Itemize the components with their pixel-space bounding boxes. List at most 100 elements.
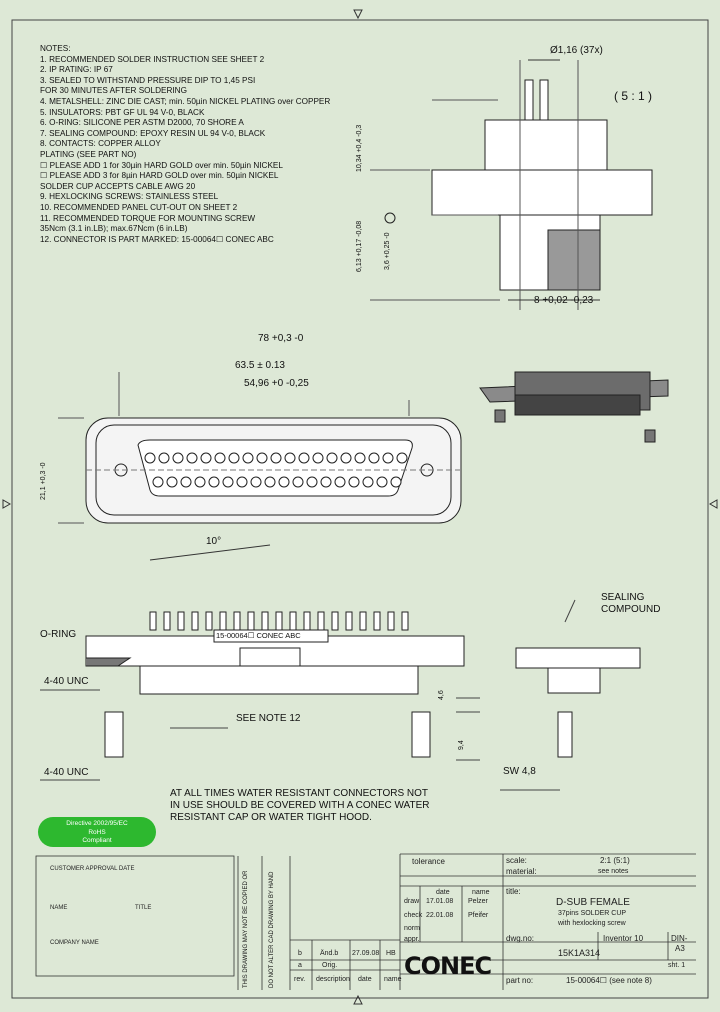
contact-hole xyxy=(180,476,192,488)
warning-line-3: RESISTANT CAP OR WATER TIGHT HOOD. xyxy=(170,812,372,823)
dim-pin-diameter: Ø1,16 (37x) xyxy=(550,45,603,56)
tb-name-header: name xyxy=(472,889,490,896)
label-sealing-2: COMPOUND xyxy=(601,604,661,615)
solder-cup xyxy=(163,611,171,631)
dim-width-5496: 54,96 +0 -0,25 xyxy=(244,378,309,389)
tb-company-name: COMPANY NAME xyxy=(50,940,99,946)
solder-cup xyxy=(303,611,311,631)
contact-hole xyxy=(376,476,388,488)
note-12: 12. CONNECTOR IS PART MARKED: 15-00064☐ … xyxy=(40,234,274,244)
warning-line-2: IN USE SHOULD BE COVERED WITH A CONEC WA… xyxy=(170,800,430,811)
tb-check: check xyxy=(404,912,423,919)
tb-scale-value: 2:1 (5:1) xyxy=(600,856,630,865)
solder-cup xyxy=(191,611,199,631)
contact-hole xyxy=(172,452,184,464)
rohs-directive: Directive 2002/95/EC xyxy=(66,820,128,827)
contact-hole xyxy=(334,476,346,488)
contact-hole xyxy=(152,476,164,488)
contact-hole xyxy=(362,476,374,488)
note-9: 9. HEXLOCKING SCREWS: STAINLESS STEEL xyxy=(40,192,219,202)
contact-hole xyxy=(396,452,408,464)
tb-draw-date: 17.01.08 xyxy=(426,898,454,905)
center-mark-top xyxy=(353,9,363,20)
note-2: 2. IP RATING: IP 67 xyxy=(40,65,113,75)
contact-hole xyxy=(278,476,290,488)
solder-cup xyxy=(177,611,185,631)
solder-cup xyxy=(373,611,381,631)
contact-hole xyxy=(382,452,394,464)
tb-tolerance: tolerance xyxy=(412,857,445,866)
dim-height-211: 21,1 +0,3 -0 xyxy=(40,462,47,500)
contact-hole xyxy=(208,476,220,488)
solder-cup xyxy=(317,611,325,631)
notes-block: NOTES: 1. RECOMMENDED SOLDER INSTRUCTION… xyxy=(40,44,330,245)
tb-material-label: material: xyxy=(506,867,537,876)
solder-cup xyxy=(359,611,367,631)
tb-check-date: 22.01.08 xyxy=(426,912,454,919)
contact-hole xyxy=(312,452,324,464)
side-view-top xyxy=(370,59,653,310)
tb-sheet: sht. 1 xyxy=(668,962,686,969)
contact-hole xyxy=(186,452,198,464)
note-10: 10. RECOMMENDED PANEL CUT-OUT ON SHEET 2 xyxy=(40,202,238,212)
center-mark-left xyxy=(2,499,12,509)
note-5: 5. INSULATORS: PBT GF UL 94 V-0, BLACK xyxy=(40,107,205,117)
tb-confidential: THIS DRAWING MAY NOT BE COPIED OR xyxy=(243,870,249,988)
tb-customer-approval: CUSTOMER APPROVAL DATE xyxy=(50,866,135,872)
contact-hole xyxy=(354,452,366,464)
dim-height: 10,34 +0,4 -0,3 xyxy=(356,124,363,172)
tb-title-2: 37pins SOLDER CUP xyxy=(558,910,627,917)
front-pins xyxy=(144,452,408,488)
tb-rev-date: date xyxy=(358,976,372,983)
solder-cup xyxy=(401,611,409,631)
rohs-title: RoHS xyxy=(88,828,106,836)
tb-partno-value: 15-00064☐ (see note 8) xyxy=(566,976,652,985)
contact-hole xyxy=(222,476,234,488)
tb-rev-a: a xyxy=(298,962,302,969)
tb-title-3: with hexlocking screw xyxy=(558,920,626,927)
tb-draw-name: Pelzer xyxy=(468,898,488,905)
dim-46: 4,6 xyxy=(438,690,445,700)
note-8e: SOLDER CUP ACCEPTS CABLE AWG 20 xyxy=(40,181,196,191)
contact-hole xyxy=(250,476,262,488)
center-mark-right xyxy=(708,499,718,509)
tb-din: DIN- xyxy=(671,934,688,943)
solder-cup xyxy=(261,611,269,631)
solder-cup xyxy=(387,611,395,631)
contact-hole xyxy=(264,476,276,488)
front-view xyxy=(58,372,462,561)
label-unc-2: 4-40 UNC xyxy=(44,767,89,778)
tb-rev-a-desc: Orig. xyxy=(322,962,338,969)
contact-hole xyxy=(214,452,226,464)
tb-a3: A3 xyxy=(675,944,685,953)
tb-do-not-alter: DO NOT ALTER CAD DRAWING BY HAND xyxy=(269,871,275,988)
tb-norm: norm xyxy=(404,925,420,932)
dim-angle: 10° xyxy=(206,536,222,547)
tb-title-field: TITLE xyxy=(135,905,152,911)
note-3: 3. SEALED TO WITHSTAND PRESSURE DIP TO 1… xyxy=(40,75,256,85)
contact-hole xyxy=(292,476,304,488)
tb-name-field: NAME xyxy=(50,905,68,911)
dim-width-635: 63.5 ± 0.13 xyxy=(235,360,285,371)
rohs-compliant: Compliant xyxy=(82,837,112,844)
solder-cup xyxy=(331,611,339,631)
dim-width-8: 8 +0,02 -0,23 xyxy=(534,295,594,306)
solder-cup xyxy=(149,611,157,631)
note-7: 7. SEALING COMPOUND: EPOXY RESIN UL 94 V… xyxy=(40,128,266,138)
conec-logo: CONEC xyxy=(404,952,492,980)
dim-h3: 3,6 +0,25 -0 xyxy=(384,232,391,270)
tb-partno-label: part no: xyxy=(506,976,534,985)
solder-cup xyxy=(219,611,227,631)
dim-width-78: 78 +0,3 -0 xyxy=(258,333,304,344)
solder-cup xyxy=(275,611,283,631)
tb-material-value: see notes xyxy=(598,868,629,875)
tb-check-name: Pfeifer xyxy=(468,912,489,919)
contact-hole xyxy=(270,452,282,464)
isometric-view xyxy=(479,371,669,443)
side-view-bottom xyxy=(40,599,641,791)
note-4: 4. METALSHELL: ZINC DIE CAST; min. 50µin… xyxy=(40,96,331,106)
detail-scale: ( 5 : 1 ) xyxy=(614,89,653,103)
warning-line-1: AT ALL TIMES WATER RESISTANT CONNECTORS … xyxy=(170,788,429,799)
tb-rev: rev. xyxy=(294,976,306,983)
